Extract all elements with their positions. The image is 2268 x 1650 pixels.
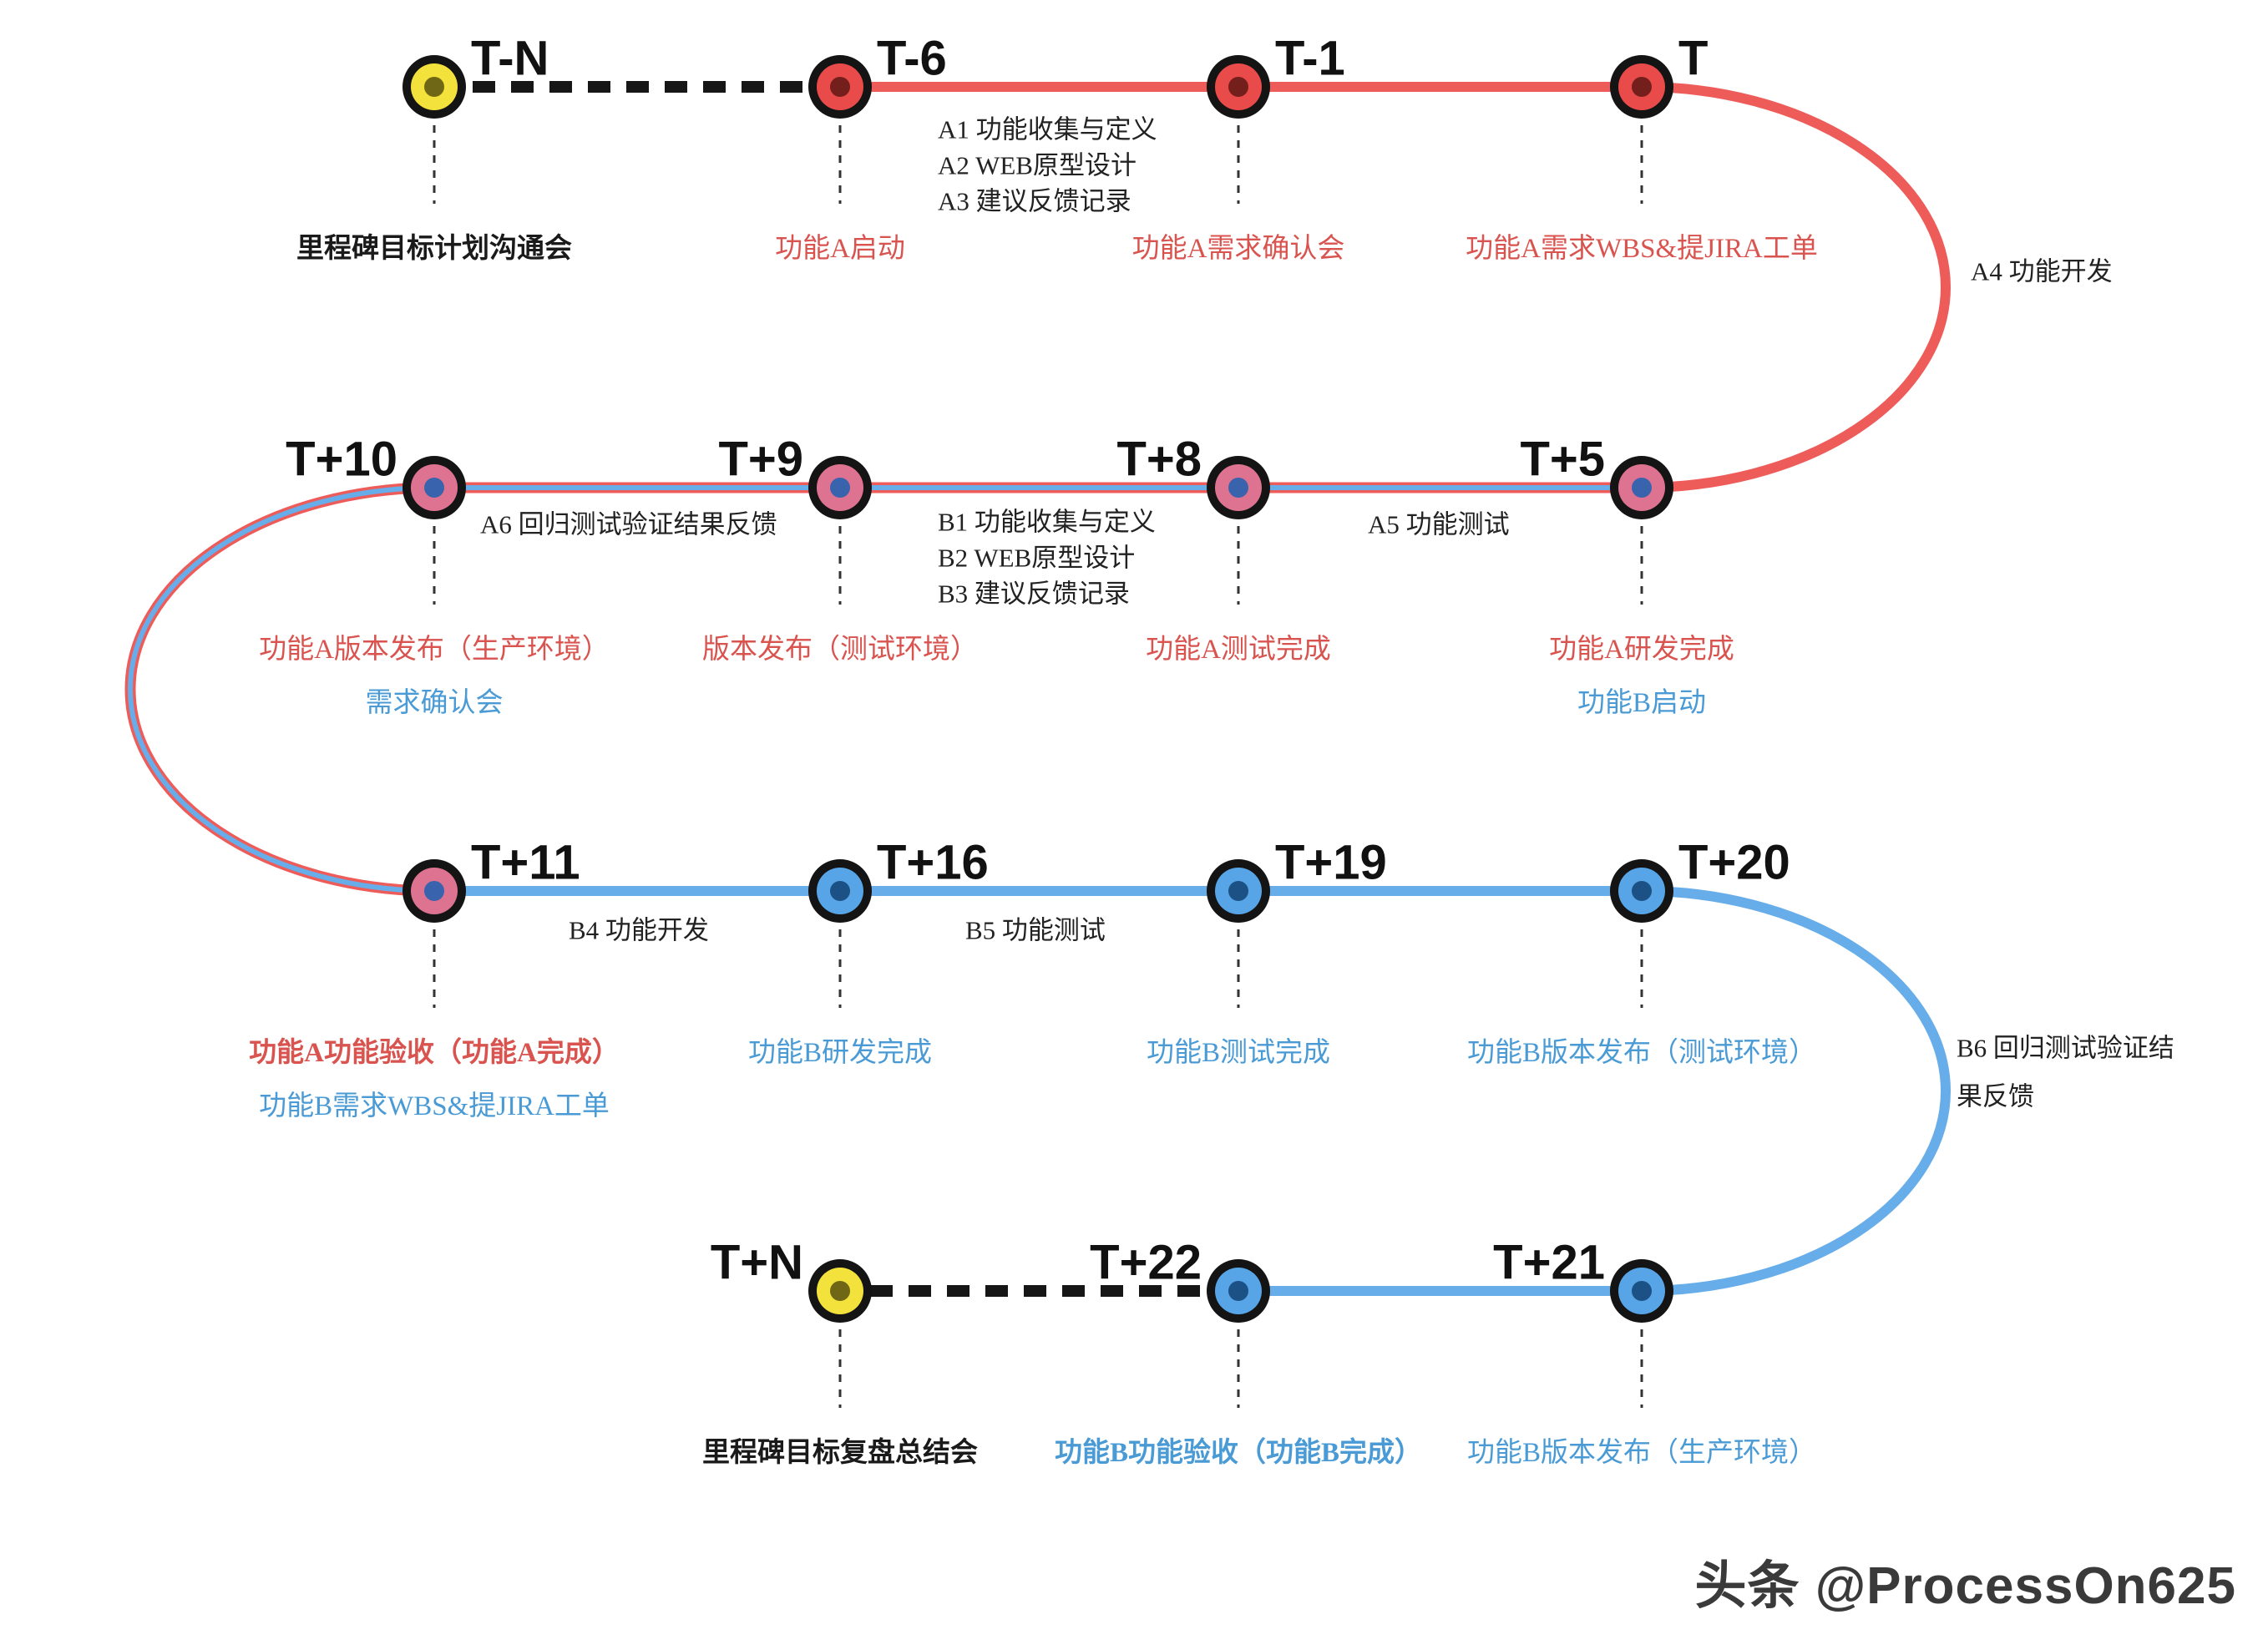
node-core-t11 [424,881,444,901]
milestone-label-t11-0: 功能A功能验收（功能A完成） [249,1038,620,1068]
phase-annotation-b6-0: B6 回归测试验证结 [1957,1033,2174,1063]
milestone-label-t-1-0: 功能A需求确认会 [1131,234,1345,264]
node-core-t-1 [1228,77,1248,97]
phase-annotation-a6-0: A6 回归测试验证结果反馈 [480,509,777,539]
segment-feature-b [434,886,1951,1296]
node-core-t16 [830,881,850,901]
milestone-label-t22-0: 功能B功能验收（功能B完成） [1054,1438,1423,1468]
milestone-label-t10-0: 功能A版本发布（生产环境） [259,635,610,665]
date-label-t22: T+22 [1090,1235,1202,1290]
node-core-t8 [1228,478,1248,498]
milestone-label-t5-0: 功能A研发完成 [1549,635,1734,665]
date-label-t9: T+9 [718,432,803,487]
milestone-label-t-n-0: 里程碑目标计划沟通会 [296,234,572,264]
date-label-t-n: T-N [471,31,549,86]
phase-annotation-a5-0: A5 功能测试 [1368,509,1510,539]
phase-annotation-b-block-2: B3 建议反馈记录 [938,579,1130,609]
date-label-t-n2: T+N [710,1235,803,1290]
date-label-t: T [1678,31,1709,86]
segment-transition-blue [128,485,1642,893]
date-label-t21: T+21 [1493,1235,1605,1290]
node-core-t10 [424,478,444,498]
date-label-t8: T+8 [1116,432,1202,487]
node-core-t-6 [830,77,850,97]
phase-annotation-b-block-0: B1 功能收集与定义 [938,507,1156,537]
phase-annotation-b6-1: 果反馈 [1957,1081,2034,1111]
date-label-t11: T+11 [471,835,580,890]
date-label-t20: T+20 [1678,835,1790,890]
node-core-t22 [1228,1281,1248,1301]
phase-annotation-a4-0: A4 功能开发 [1971,256,2113,286]
node-core-t [1632,77,1652,97]
date-label-t16: T+16 [877,835,989,890]
phase-annotation-b-block-1: B2 WEB原型设计 [938,543,1136,573]
milestone-label-t-6-0: 功能A启动 [775,234,905,264]
phase-annotation-b5-0: B5 功能测试 [965,915,1106,945]
milestone-label-t-n2-0: 里程碑目标复盘总结会 [702,1438,978,1468]
date-label-t-1: T-1 [1275,31,1345,86]
node-core-t9 [830,478,850,498]
milestone-label-t21-0: 功能B版本发布（生产环境） [1466,1438,1817,1468]
phase-annotation-a-block-0: A1 功能收集与定义 [938,114,1157,144]
date-label-t19: T+19 [1275,835,1387,890]
node-core-t19 [1228,881,1248,901]
milestone-label-t20-0: 功能B版本发布（测试环境） [1466,1038,1817,1068]
node-core-t20 [1632,881,1652,901]
node-core-t-n2 [830,1281,850,1301]
segment-feature-a [840,82,1951,493]
watermark: 头条 @ProcessOn625 [1694,1557,2236,1615]
node-core-t5 [1632,478,1652,498]
date-label-t5: T+5 [1520,432,1605,487]
date-label-t10: T+10 [286,432,397,487]
milestone-label-t11-1: 功能B需求WBS&提JIRA工单 [259,1091,610,1121]
date-label-t-6: T-6 [877,31,947,86]
milestone-label-t9-0: 版本发布（测试环境） [702,635,978,665]
milestone-label-t-0: 功能A需求WBS&提JIRA工单 [1466,234,1818,264]
phase-annotation-a-block-1: A2 WEB原型设计 [938,150,1137,180]
node-core-t-n [424,77,444,97]
phase-annotation-a-block-2: A3 建议反馈记录 [938,186,1131,216]
milestone-label-t8-0: 功能A测试完成 [1146,635,1331,665]
milestone-label-t16-0: 功能B研发完成 [747,1038,933,1068]
milestone-label-t5-1: 功能B启动 [1577,688,1707,718]
milestone-label-t19-0: 功能B测试完成 [1146,1038,1331,1068]
phase-annotation-b4-0: B4 功能开发 [569,915,709,945]
node-core-t21 [1632,1281,1652,1301]
milestone-label-t10-1: 需求确认会 [365,688,504,718]
